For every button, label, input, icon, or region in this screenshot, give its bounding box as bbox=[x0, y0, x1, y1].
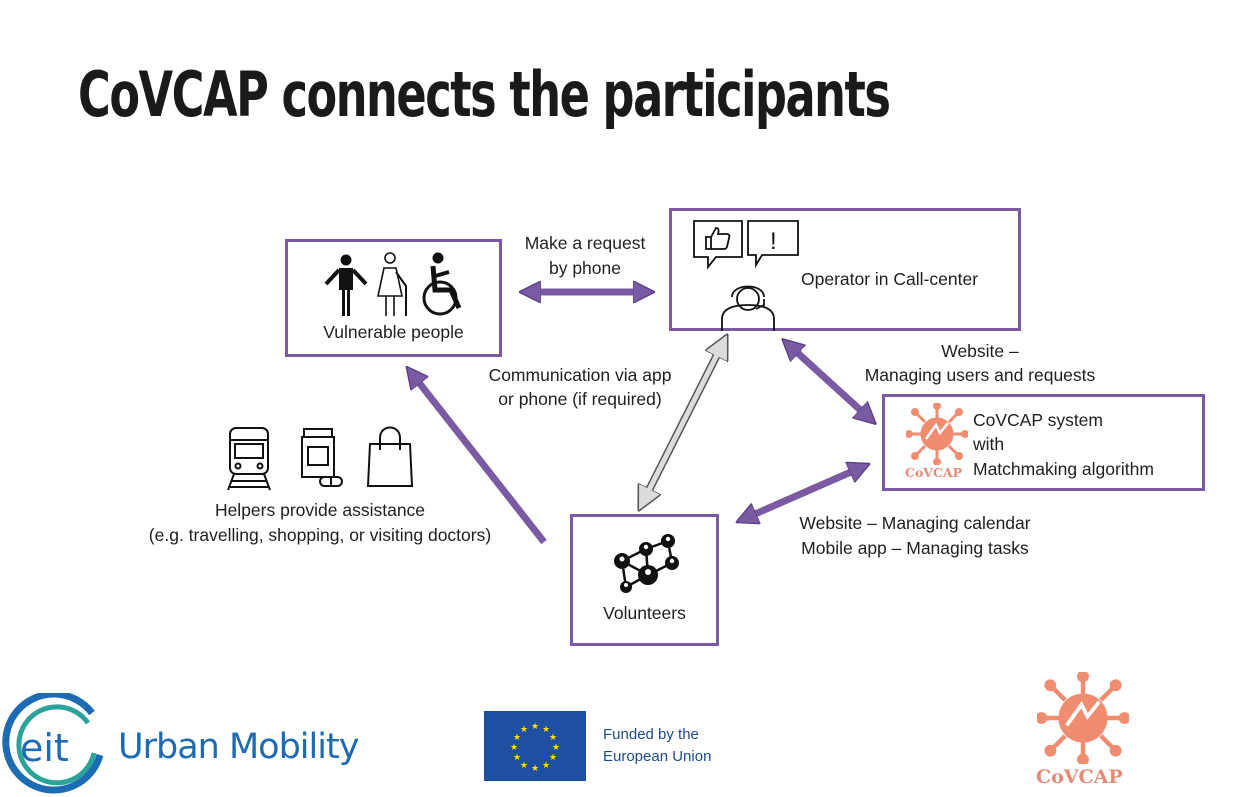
system-label-1: CoVCAP system bbox=[973, 410, 1103, 430]
exclamation-bubble bbox=[747, 220, 799, 269]
helpers-label-2: (e.g. travelling, shopping, or visiting … bbox=[148, 525, 492, 545]
communication-label-1: Communication via app bbox=[488, 365, 672, 385]
covcap-system-node: CoVCAP CoVCAP system with Matchmaking al… bbox=[882, 394, 1205, 491]
system-label-2: with bbox=[973, 434, 1005, 454]
people-icons bbox=[324, 252, 462, 316]
train-icon bbox=[227, 427, 271, 491]
svg-text:★: ★ bbox=[549, 753, 557, 763]
svg-text:★: ★ bbox=[542, 761, 550, 771]
thumbs-up-bubble bbox=[693, 220, 743, 270]
website-users-label-2: Managing users and requests bbox=[864, 365, 1096, 385]
svg-text:★: ★ bbox=[510, 743, 518, 753]
svg-text:★: ★ bbox=[542, 725, 550, 735]
covcap-small-wordmark: CoVCAP bbox=[905, 465, 963, 480]
svg-text:★: ★ bbox=[520, 725, 528, 735]
eit-logo-text: Urban Mobility bbox=[118, 727, 359, 767]
vulnerable-people-node: Vulnerable people bbox=[285, 239, 502, 357]
request-label-2: by phone bbox=[548, 258, 621, 278]
arrow-helpers bbox=[413, 375, 547, 545]
arrow-operator-system bbox=[790, 346, 868, 417]
svg-text:★: ★ bbox=[513, 753, 521, 763]
svg-text:★: ★ bbox=[513, 733, 521, 743]
svg-text:★: ★ bbox=[549, 733, 557, 743]
eit-logo-mark: eit bbox=[2, 693, 104, 794]
svg-text:★: ★ bbox=[552, 743, 560, 753]
network-icon bbox=[614, 534, 679, 593]
volunteers-label: Volunteers bbox=[603, 603, 686, 623]
vulnerable-people-label: Vulnerable people bbox=[323, 322, 464, 342]
eu-funding-line-2: European Union bbox=[603, 748, 712, 765]
request-label-1: Make a request bbox=[524, 233, 646, 253]
website-calendar-label-2: Mobile app – Managing tasks bbox=[801, 538, 1029, 558]
eu-flag: ★★★ ★★★ ★★★ ★★★ bbox=[484, 711, 586, 781]
operator-node: ! Operator in Call-center bbox=[669, 208, 1021, 331]
website-calendar-label-1: Website – Managing calendar bbox=[799, 513, 1031, 533]
shopping-bag-icon bbox=[366, 426, 414, 487]
eu-funding-line-1: Funded by the bbox=[603, 726, 699, 743]
volunteers-node: Volunteers bbox=[570, 514, 719, 646]
communication-label-2: or phone (if required) bbox=[498, 389, 662, 409]
page-title: CoVCAP connects the participants bbox=[78, 58, 891, 131]
exclamation-icon: ! bbox=[770, 228, 777, 255]
covcap-large-virus-icon bbox=[1037, 672, 1129, 764]
arrow-system-volunteers bbox=[746, 468, 860, 518]
helpers-label-1: Helpers provide assistance bbox=[214, 500, 426, 520]
covcap-virus-icon bbox=[906, 403, 968, 465]
svg-text:★: ★ bbox=[531, 722, 539, 732]
medicine-icon bbox=[301, 428, 343, 487]
svg-text:★: ★ bbox=[531, 764, 539, 774]
website-users-label-1: Website – bbox=[941, 341, 1019, 361]
operator-icons: ! bbox=[693, 220, 799, 331]
covcap-large-wordmark: CoVCAP bbox=[1036, 766, 1123, 788]
svg-text:★: ★ bbox=[520, 761, 528, 771]
eu-funding-text: Funded by the European Union bbox=[603, 724, 711, 768]
thumbs-up-icon bbox=[705, 227, 731, 250]
eit-mark-text: eit bbox=[20, 726, 69, 770]
operator-label: Operator in Call-center bbox=[801, 269, 979, 289]
system-label-3: Matchmaking algorithm bbox=[973, 459, 1154, 479]
